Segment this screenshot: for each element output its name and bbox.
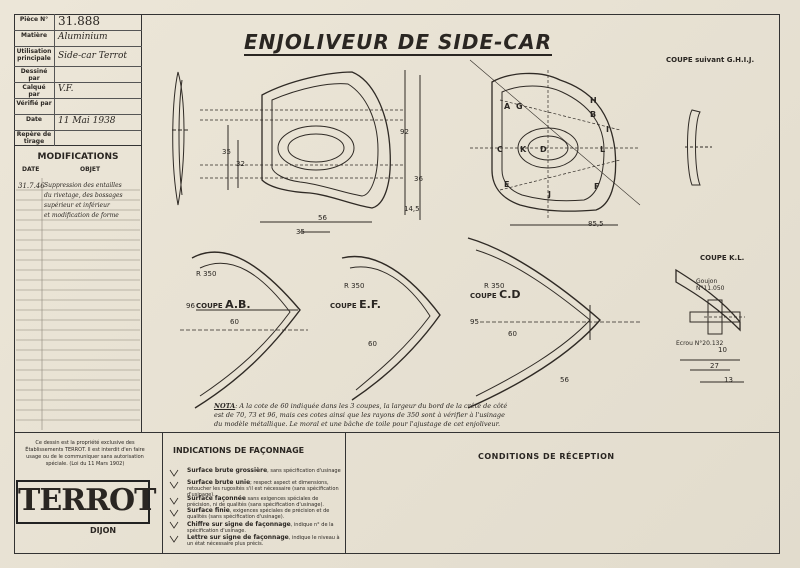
mod-date-header: DATE bbox=[22, 166, 40, 173]
dim-27: 27 bbox=[710, 362, 719, 370]
section-kl-label: COUPE K.L. bbox=[700, 254, 745, 262]
tb-row-dessine: Dessiné par bbox=[14, 66, 142, 83]
mod-object-line: et modification de forme bbox=[44, 212, 119, 219]
brand-city: DIJON bbox=[90, 526, 117, 535]
section-ghij-label: COUPE suivant G.H.I.J. bbox=[666, 56, 755, 64]
tb-row-piece: Pièce N°31.888 bbox=[14, 14, 142, 31]
letter-b: B bbox=[590, 110, 597, 119]
mod-date: 31.7.46 bbox=[18, 182, 45, 190]
indications-title: INDICATIONS DE FAÇONNAGE bbox=[173, 446, 305, 455]
letter-h: H bbox=[590, 96, 597, 105]
letter-j: J bbox=[548, 190, 551, 199]
dim-92: 92 bbox=[400, 128, 409, 136]
dim-36: 36 bbox=[414, 175, 423, 183]
nota-note: NOTA: A la cote de 60 indiquée dans les … bbox=[214, 402, 508, 428]
dim-95: 95 bbox=[470, 318, 479, 326]
indication-item: Chiffre sur signe de façonnage, indique … bbox=[187, 521, 334, 535]
mod-object-line: supérieur et inférieur bbox=[44, 202, 110, 209]
dim-60-cd: 60 bbox=[508, 330, 517, 338]
dim-r350-cd: R 350 bbox=[484, 282, 505, 290]
letter-g: G bbox=[516, 102, 523, 111]
dim-r350-ef: R 350 bbox=[344, 282, 365, 290]
dim-60-ef: 60 bbox=[368, 340, 377, 348]
letter-a: A bbox=[504, 102, 511, 111]
dim-13: 13 bbox=[724, 376, 733, 384]
terrot-logo: TERROT bbox=[16, 480, 157, 524]
dim-r350: R 350 bbox=[196, 270, 217, 278]
dim-ecrou: Ecrou N°20.132 bbox=[676, 340, 724, 347]
legal-notice: Ce dessin est la propriété exclusive des… bbox=[25, 440, 145, 467]
bottom-band bbox=[14, 432, 780, 554]
letter-l: L bbox=[600, 145, 606, 154]
dim-35-left: 35 bbox=[222, 148, 231, 156]
indications-column: INDICATIONS DE FAÇONNAGE Surface brute g… bbox=[162, 432, 346, 554]
indication-item: Lettre sur signe de façonnage, indique l… bbox=[187, 534, 340, 548]
letter-k: K bbox=[520, 145, 527, 154]
mod-object-header: OBJET bbox=[80, 166, 101, 173]
indication-item: Surface brute grossière, sans spécificat… bbox=[187, 467, 341, 475]
sheet-frame bbox=[14, 14, 780, 554]
tb-row-repere: Repère de tirage bbox=[16, 131, 52, 145]
dim-96: 96 bbox=[186, 302, 195, 310]
letter-i: I bbox=[606, 125, 609, 134]
tb-row-verifie: Vérifié par bbox=[14, 98, 142, 115]
dim-goujon: Goujon N°11.050 bbox=[696, 278, 725, 292]
modifications-title: MODIFICATIONS bbox=[37, 152, 119, 162]
dim-35: 35 bbox=[296, 228, 305, 236]
dim-32: 32 bbox=[236, 160, 245, 168]
indication-item: Surface façonnée sans exigences spéciale… bbox=[187, 495, 324, 509]
mod-object-line: Suppression des entailles bbox=[44, 182, 122, 189]
mod-object-line: du rivetage, des bossages bbox=[44, 192, 123, 199]
dim-14-5: 14,5 bbox=[404, 205, 420, 213]
section-cd-label: COUPE C.D bbox=[470, 288, 521, 301]
section-ef-label: COUPE E.F. bbox=[330, 298, 381, 311]
letter-c: C bbox=[497, 145, 503, 154]
dim-10: 10 bbox=[718, 346, 727, 354]
indication-item: Surface brute unie; respect aspect et di… bbox=[187, 479, 339, 499]
dim-56: 56 bbox=[318, 214, 327, 222]
letter-d: D bbox=[540, 145, 547, 154]
dim-85-5: 85,5 bbox=[588, 220, 604, 228]
letter-e: E bbox=[504, 180, 510, 189]
dim-60-ab: 60 bbox=[230, 318, 239, 326]
dim-56-cd: 56 bbox=[560, 376, 569, 384]
indication-item: Surface finie, exigences spéciales de pr… bbox=[187, 507, 330, 521]
conditions-title: CONDITIONS DE RÉCEPTION bbox=[478, 452, 615, 461]
letter-f: F bbox=[594, 182, 600, 191]
modifications-block: MODIFICATIONS DATE OBJET 31.7.46 Suppres… bbox=[14, 146, 142, 432]
drawing-title: ENJOLIVEUR DE SIDE-CAR bbox=[244, 30, 552, 56]
section-ab-label: COUPE A.B. bbox=[196, 298, 251, 311]
